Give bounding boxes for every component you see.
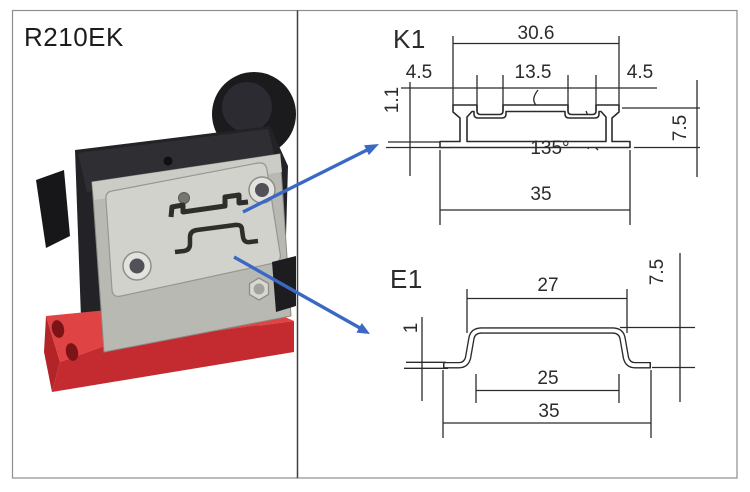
side-lever — [36, 170, 70, 248]
k1-diagram: K1 30.6 4.5 13.5 4.5 1.1 7.5 135° 35 — [382, 23, 700, 225]
k1-pointer-arrow-icon — [242, 144, 379, 214]
e1-profile — [443, 327, 651, 369]
k1-dim-center: 13.5 — [515, 62, 552, 83]
e1-diagram: E1 27 7.5 1 25 35 — [390, 253, 695, 438]
k1-dim-bottom-width: 35 — [530, 184, 551, 205]
k1-dim-thickness: 1.1 — [382, 87, 403, 113]
e1-dim-thickness: 1 — [401, 323, 422, 334]
e1-dim-height: 7.5 — [647, 259, 668, 285]
e1-dim-bottom-width: 35 — [538, 401, 559, 422]
socket-screw-center — [255, 183, 269, 197]
base-mount-hole — [51, 320, 65, 338]
die-plate-hole — [178, 192, 190, 204]
product-photo — [36, 72, 296, 392]
k1-dim-angle: 135° — [530, 138, 569, 159]
k1-dim-left-lip: 4.5 — [406, 62, 432, 83]
socket-screw-center — [129, 258, 145, 274]
k1-dim-height: 7.5 — [670, 115, 691, 141]
k1-profile — [439, 75, 631, 149]
base-plate-side — [44, 316, 60, 392]
hex-bolt-center — [253, 283, 265, 295]
e1-dimension-lines — [404, 253, 695, 438]
e1-slot-cutout — [174, 222, 259, 255]
e1-pointer-arrow-icon — [233, 255, 370, 334]
k1-slot-cutout — [168, 192, 249, 218]
model-label: R210EK — [24, 22, 124, 52]
e1-section-label: E1 — [390, 264, 423, 294]
k1-profile-inner — [466, 110, 607, 143]
e1-dim-inner-width: 25 — [537, 368, 558, 389]
e1-dim-top-width: 27 — [537, 275, 558, 296]
k1-section-label: K1 — [393, 24, 426, 54]
base-mount-hole — [65, 343, 79, 361]
k1-dim-top-width: 30.6 — [518, 23, 555, 44]
body-hole — [163, 156, 173, 166]
e1-profile-sheet-core — [444, 328, 650, 368]
base-plate-front — [52, 321, 294, 392]
k1-dim-right-lip: 4.5 — [627, 62, 653, 83]
roller-knob-hub — [222, 82, 272, 132]
